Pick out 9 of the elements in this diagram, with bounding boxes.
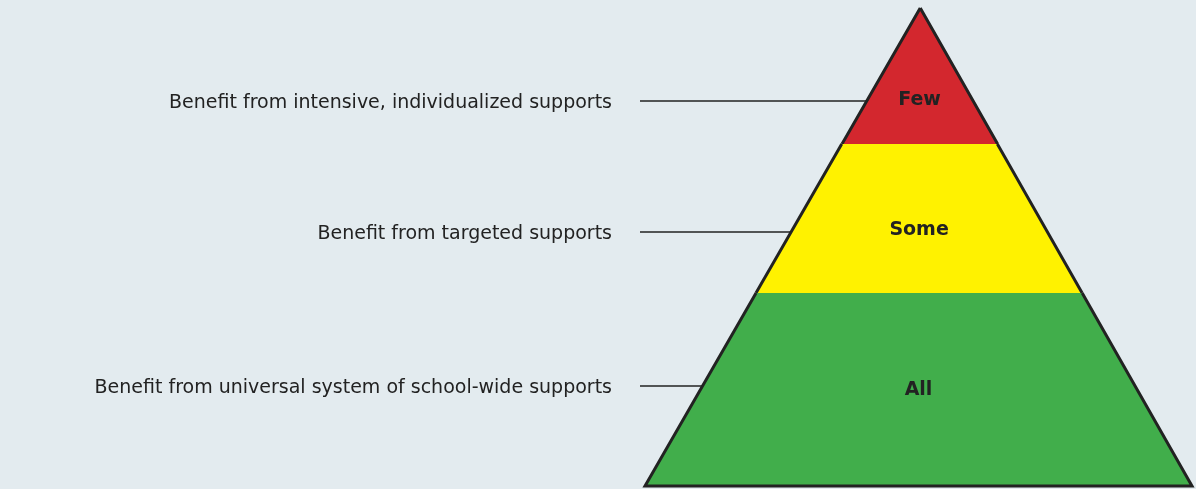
- tier-label: All: [903, 376, 934, 400]
- leader-line: [639, 385, 704, 387]
- tier-label: Some: [888, 216, 950, 240]
- tier-description: Benefit from universal system of school-wide supports: [94, 374, 612, 398]
- leader-line: [639, 231, 792, 233]
- tier-label: Few: [897, 86, 942, 110]
- leader-line: [639, 100, 868, 102]
- tier-description: Benefit from targeted supports: [317, 220, 612, 244]
- tier-description: Benefit from intensive, individualized supports: [169, 89, 612, 113]
